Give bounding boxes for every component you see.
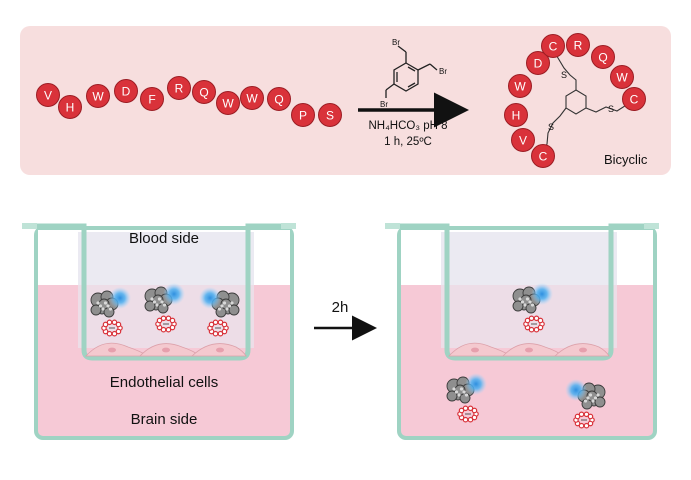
bicyclic-tag (155, 315, 177, 333)
fluorescent-dye (163, 283, 185, 305)
linear-residue-6-letter: R (175, 82, 184, 96)
linear-residue-7-letter: Q (199, 86, 208, 100)
transwell-right (385, 223, 659, 440)
linear-residue-11-letter: P (299, 109, 307, 123)
endothelial-cells-label: Endothelial cells (110, 374, 218, 391)
linear-residue-5-letter: F (148, 93, 155, 107)
linear-residue-10-letter: Q (274, 93, 283, 107)
bicyclic-residue-1: D (526, 51, 550, 75)
reaction-conditions-line2: 1 h, 25ºC (384, 136, 432, 148)
bicyclic-residue-7-letter: W (514, 80, 526, 94)
linear-residue-7: Q (192, 80, 216, 104)
conjugate-3 (199, 287, 240, 337)
fluorescent-dye (109, 287, 131, 309)
bicyclic-residue-5: W (610, 65, 634, 89)
bicyclic-residue-8-letter: H (512, 109, 521, 123)
linear-residue-5: F (140, 87, 164, 111)
linear-residue-6: R (167, 76, 191, 100)
bicyclic-residue-8: H (504, 103, 528, 127)
fluorescent-dye (531, 283, 553, 305)
reagent-br-bottom: Br (380, 100, 388, 109)
right-insert (386, 223, 655, 361)
bicyclic-residue-7: W (508, 74, 532, 98)
conjugate-5 (446, 373, 487, 423)
bicyclic-residue-6: C (622, 87, 646, 111)
bicyclic-residue-3-letter: R (574, 39, 583, 53)
left-insert (23, 223, 292, 361)
linear-residue-1: V (36, 83, 60, 107)
bicyclic-tag (573, 411, 595, 429)
thioether-s-3: S (548, 122, 554, 132)
linear-residue-1-letter: V (44, 89, 52, 103)
reagent-br-top: Br (392, 38, 400, 47)
linear-residue-9: W (240, 86, 264, 110)
linear-residue-2-letter: H (66, 101, 75, 115)
conjugate-6 (565, 379, 606, 429)
transwell-left (22, 223, 296, 440)
bicyclic-residue-2: C (541, 34, 565, 58)
bicyclic-residue-6-letter: C (630, 93, 639, 107)
linear-residue-8: W (216, 91, 240, 115)
bicyclic-residue-9-letter: V (519, 134, 527, 148)
linear-residue-3-letter: W (92, 90, 104, 104)
reaction-banner (20, 26, 671, 175)
bicyclic-residue-5-letter: W (616, 71, 628, 85)
bicyclic-residue-10-letter: C (539, 150, 548, 164)
linear-residue-4-letter: D (122, 85, 131, 99)
bicyclic-residue-2-letter: C (549, 40, 558, 54)
bicyclic-tag (523, 315, 545, 333)
bicyclic-tag (457, 405, 479, 423)
conjugate-group (90, 283, 606, 429)
reagent-br-right: Br (439, 67, 447, 76)
product-label: Bicyclic (604, 152, 648, 167)
linear-residue-11: P (291, 103, 315, 127)
tbmb-reagent (385, 45, 438, 98)
linear-residue-9-letter: W (246, 92, 258, 106)
conjugate-1 (90, 287, 131, 337)
time-label: 2h (332, 299, 349, 316)
thioether-s-2: S (608, 104, 614, 114)
linear-residue-3: W (86, 84, 110, 108)
bicyclic-residue-9: V (511, 128, 535, 152)
protein-cargo (211, 290, 240, 318)
fluorescent-dye (465, 373, 487, 395)
linear-residue-12: S (318, 103, 342, 127)
bicyclic-residue-4: Q (591, 45, 615, 69)
conjugate-4 (512, 283, 553, 333)
linear-residue-4: D (114, 79, 138, 103)
reaction-conditions-line1: NH₄HCO₃ pH 8 (368, 120, 447, 132)
bicyclic-residue-3: R (566, 33, 590, 57)
linear-residue-2: H (58, 95, 82, 119)
bicyclic-tag (207, 319, 229, 337)
bicyclic-tag (101, 319, 123, 337)
linear-residue-12-letter: S (326, 109, 334, 123)
brain-side-label: Brain side (131, 411, 198, 428)
fluorescent-dye (565, 379, 587, 401)
fluorescent-dye (199, 287, 221, 309)
bicyclic-residue-1-letter: D (534, 57, 543, 71)
linear-residue-10: Q (267, 87, 291, 111)
blood-side-label: Blood side (129, 230, 199, 247)
bicyclic-residue-10: C (531, 144, 555, 168)
linear-residue-8-letter: W (222, 97, 234, 111)
conjugate-2 (144, 283, 185, 333)
bicyclic-residue-4-letter: Q (598, 51, 607, 65)
thioether-s-1: S (561, 70, 567, 80)
